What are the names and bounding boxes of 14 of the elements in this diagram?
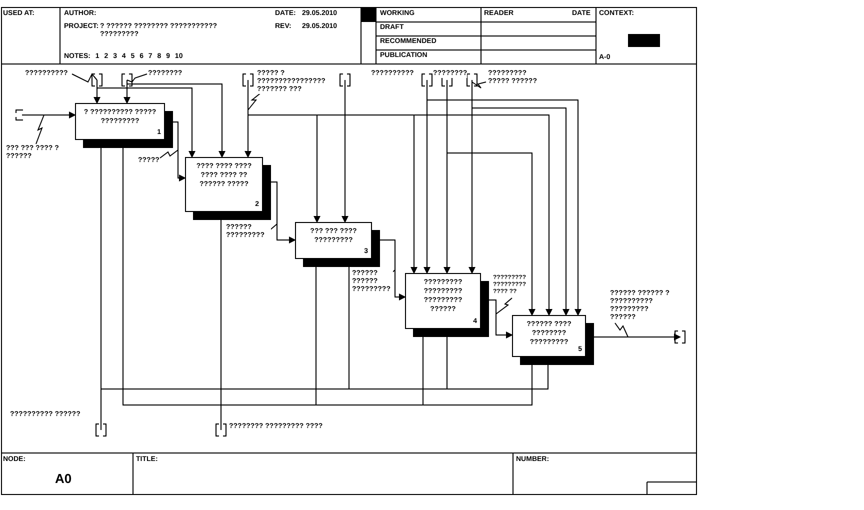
arrow — [22, 112, 76, 118]
arrow — [472, 80, 570, 316]
arrow — [96, 80, 196, 158]
activity-box — [295, 222, 372, 259]
arrow — [248, 80, 552, 316]
activity-box — [512, 315, 586, 357]
arrow — [342, 80, 348, 223]
activity-box — [405, 273, 481, 329]
arrow — [426, 80, 582, 316]
activity-box — [75, 103, 165, 140]
arrow — [446, 80, 536, 316]
activity-box — [185, 157, 263, 212]
node-id: A0 — [55, 472, 72, 486]
arrow — [126, 80, 226, 158]
